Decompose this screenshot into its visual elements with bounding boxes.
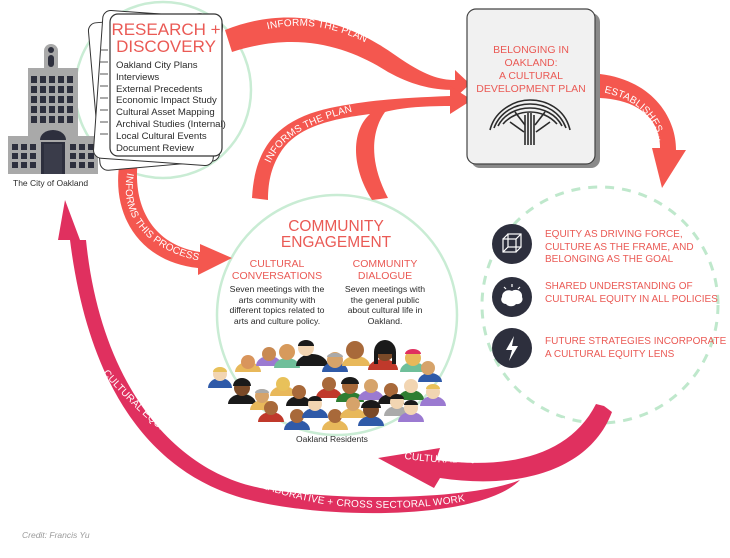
city-label: The City of Oakland — [13, 178, 89, 188]
engagement-title: COMMUNITY ENGAGEMENT — [266, 219, 406, 251]
arrow-research-to-plan: INFORMS THE PLAN — [225, 17, 470, 99]
city-hall-icon — [8, 44, 98, 174]
arrow-engagement-to-plan: INFORMS THE PLAN — [252, 86, 472, 200]
body-line: arts community with — [238, 294, 316, 305]
plan-title-line1: BELONGING IN OAKLAND: — [493, 44, 569, 69]
body-line: Seven meetings with the — [229, 284, 325, 294]
engagement-circle — [215, 193, 459, 437]
plan-title: BELONGING IN OAKLAND: A CULTURAL DEVELOP… — [471, 44, 591, 96]
goal-item: EQUITY AS DRIVING FORCE, CULTURE AS THE … — [545, 229, 730, 267]
cultural-conversations: CULTURAL CONVERSATIONS Seven meetings wi… — [227, 258, 327, 326]
goal-line: CULTURE AS THE FRAME, AND — [545, 241, 694, 253]
goal-item: FUTURE STRATEGIES INCORPORATE A CULTURAL… — [545, 336, 730, 361]
residents-crowd-icon — [208, 340, 446, 430]
goal-line: EQUITY AS DRIVING FORCE, — [545, 229, 683, 240]
research-item: Economic Impact Study — [116, 95, 217, 107]
body-line: Oakland. — [367, 315, 403, 326]
research-document-stack — [87, 10, 223, 171]
research-item: Cultural Asset Mapping — [116, 107, 215, 119]
community-dialogue-title-line2: DIALOGUE — [357, 270, 413, 282]
goal-line: FUTURE STRATEGIES INCORPORATE — [545, 336, 727, 347]
engagement-title-line2: ENGAGEMENT — [280, 234, 392, 251]
research-item: Document Review — [116, 142, 194, 154]
research-item: Archival Studies (Internal) — [116, 118, 226, 130]
body-line: the general public — [350, 294, 420, 305]
goal-line: BELONGING AS THE GOAL — [545, 254, 674, 265]
engagement-title-line1: COMMUNITY — [288, 218, 384, 235]
goal-item: SHARED UNDERSTANDING OF CULTURAL EQUITY … — [545, 281, 730, 306]
plan-title-line2: A CULTURAL — [499, 70, 563, 82]
arrow-establishes: ESTABLISHES... — [600, 74, 686, 188]
body-line: about cultural life in — [347, 305, 423, 316]
goals-circle — [480, 185, 720, 425]
community-dialogue: COMMUNITY DIALOGUE Seven meetings with t… — [340, 258, 430, 326]
research-item: Interviews — [116, 71, 160, 83]
cultural-conversations-title-line2: CONVERSATIONS — [231, 270, 323, 282]
research-item: External Precedents — [116, 83, 203, 95]
residents-label: Oakland Residents — [296, 434, 368, 444]
brain-icon — [492, 277, 532, 317]
research-title-line2: DISCOVERY — [116, 37, 216, 56]
community-dialogue-title-line1: COMMUNITY — [352, 258, 418, 270]
cube-icon — [492, 224, 532, 264]
goal-line: A CULTURAL EQUITY LENS — [545, 348, 675, 360]
plan-title-line3: DEVELOPMENT PLAN — [476, 83, 586, 95]
research-title: RESEARCH + DISCOVERY — [111, 21, 221, 55]
research-list: Oakland City Plans Interviews External P… — [116, 60, 236, 154]
community-dialogue-title: COMMUNITY DIALOGUE — [340, 258, 430, 282]
body-line: arts and culture policy. — [233, 315, 321, 326]
community-dialogue-body: Seven meetings with the general public a… — [340, 284, 430, 326]
cultural-conversations-title-line1: CULTURAL — [249, 258, 305, 270]
research-item: Local Cultural Events — [116, 130, 207, 142]
research-title-line1: RESEARCH + — [111, 20, 221, 39]
credit-text: Credit: Francis Yu — [22, 530, 90, 540]
body-line: Seven meetings with — [344, 284, 426, 294]
oak-tree-icon — [489, 99, 571, 145]
cultural-conversations-title: CULTURAL CONVERSATIONS — [227, 258, 327, 282]
body-line: different topics related to — [229, 305, 325, 316]
cultural-conversations-body: Seven meetings with the arts community w… — [227, 284, 327, 326]
research-item: Oakland City Plans — [116, 60, 198, 71]
lightning-icon — [492, 328, 532, 368]
goal-line: CULTURAL EQUITY IN ALL POLICIES — [545, 293, 718, 305]
goal-line: SHARED UNDERSTANDING OF — [545, 281, 693, 292]
